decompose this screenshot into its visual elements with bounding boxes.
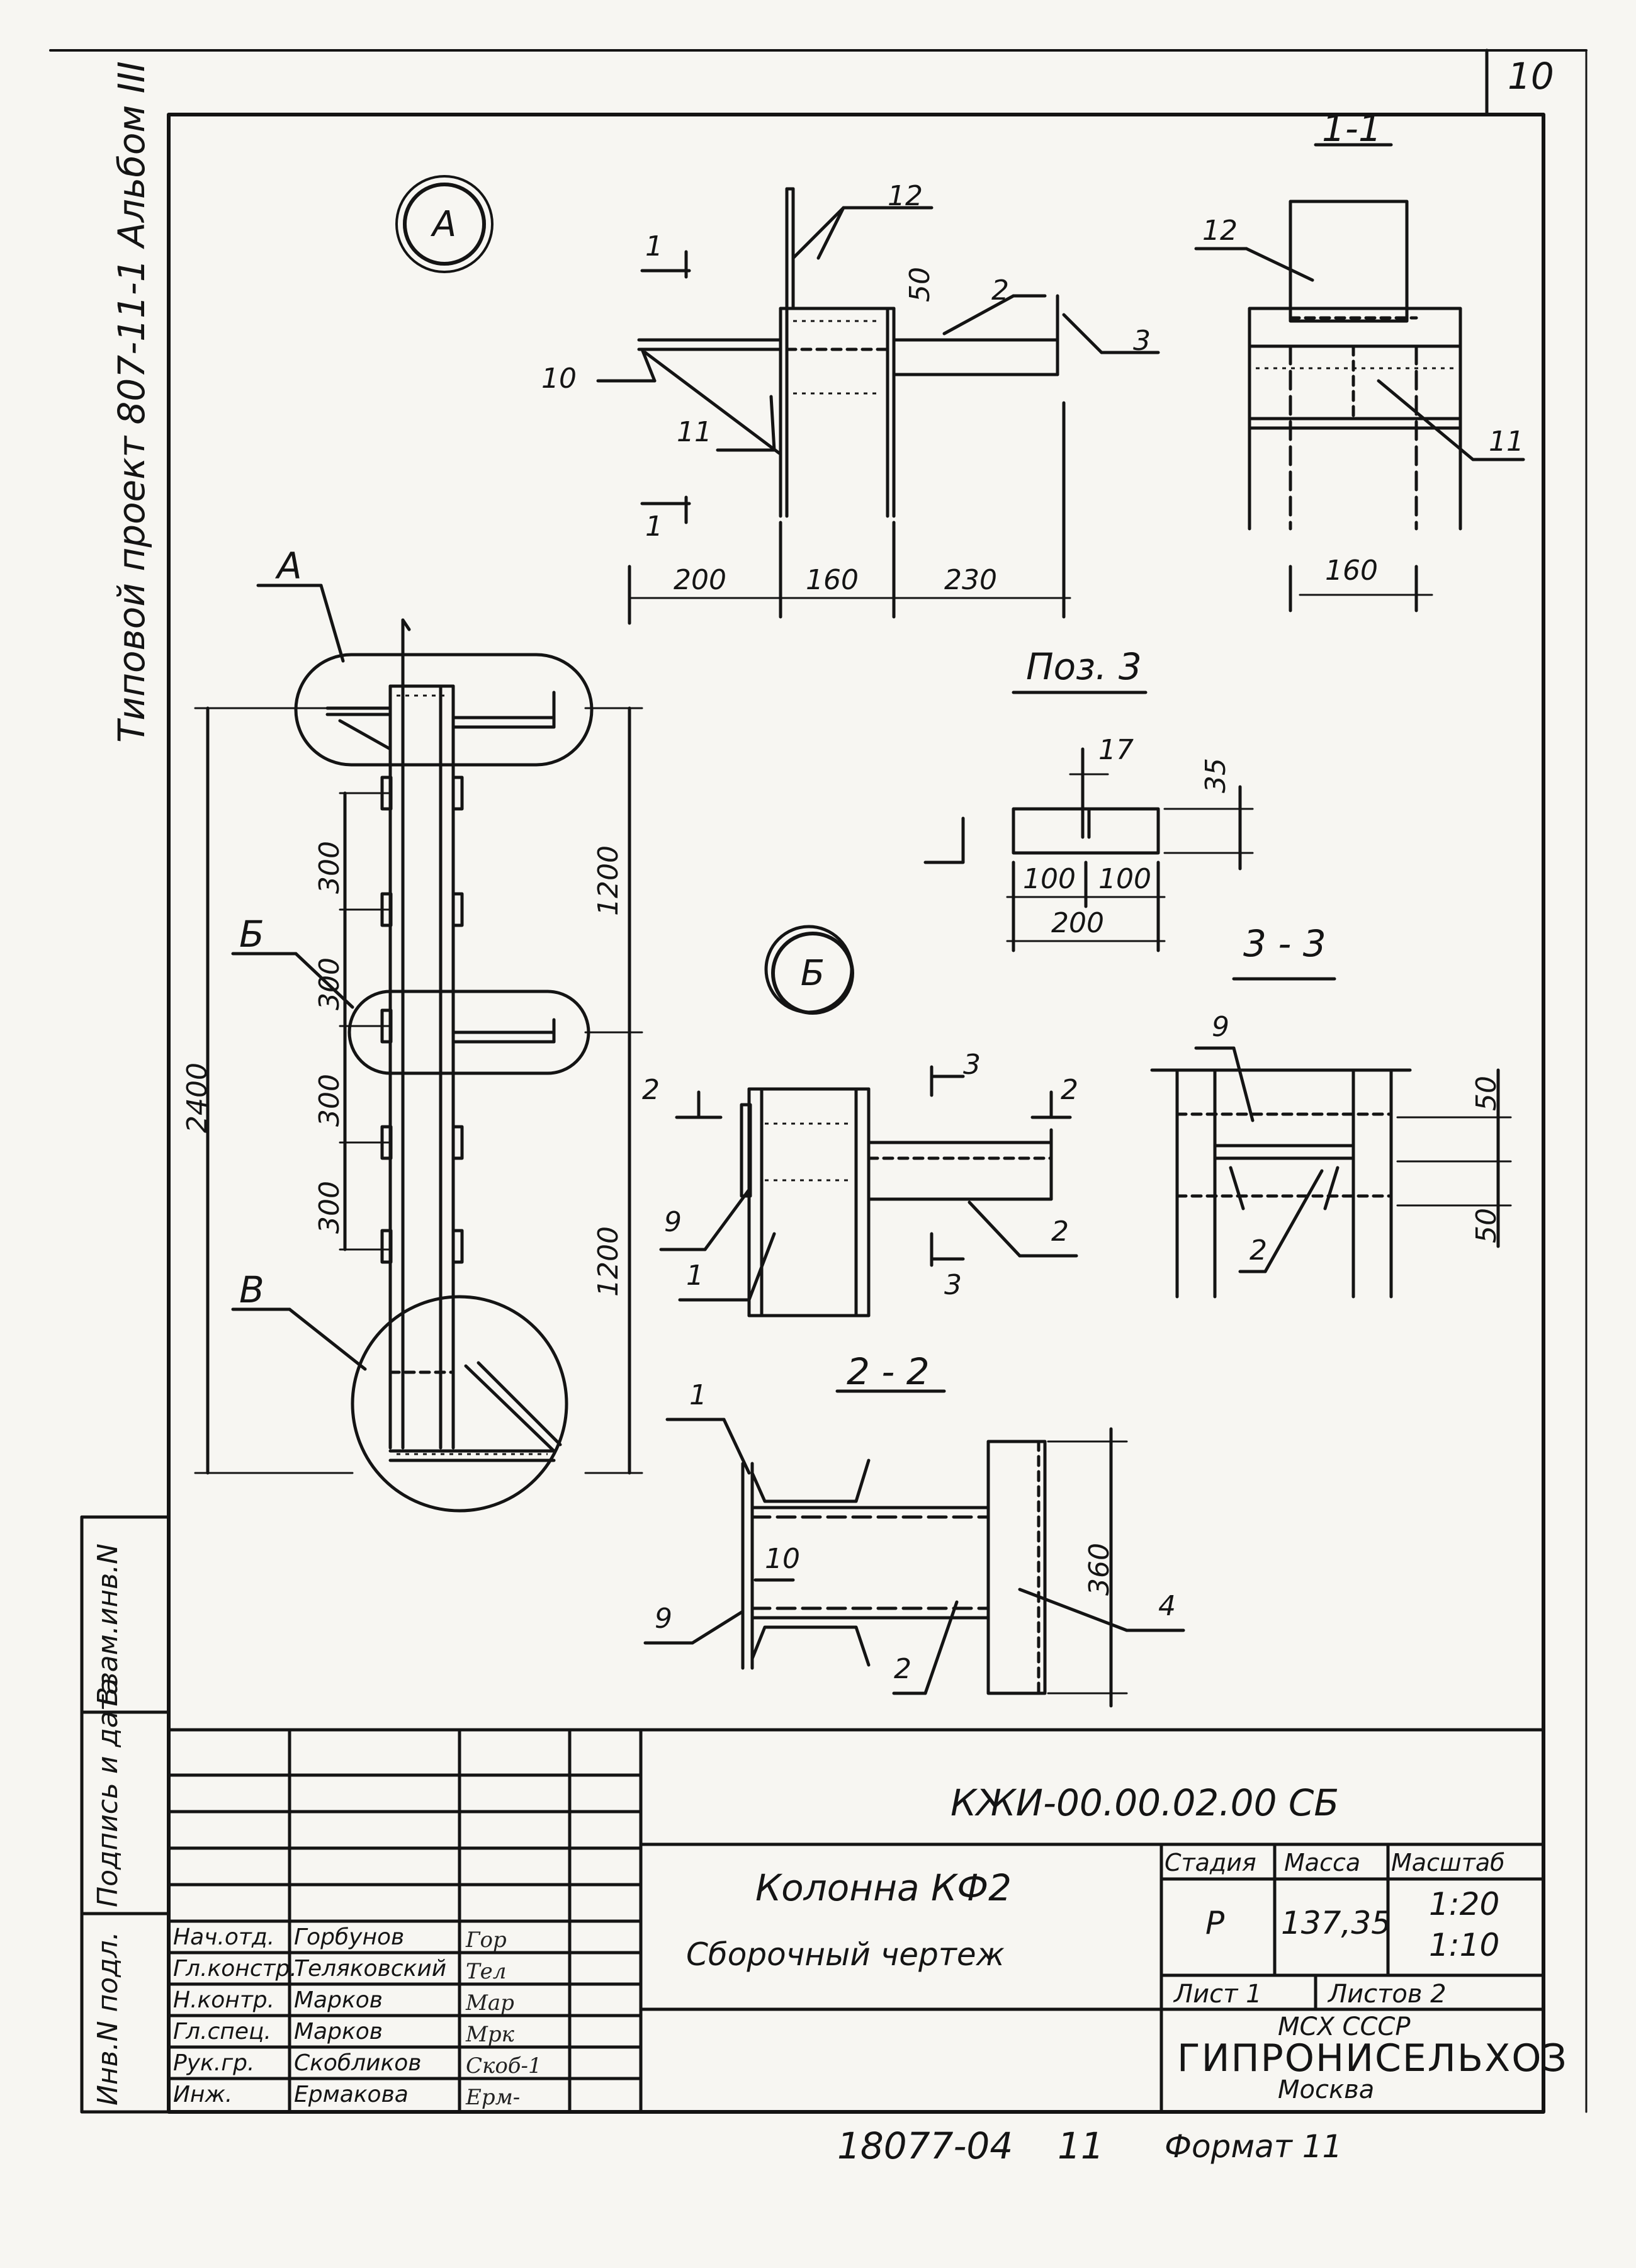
title-line2: Сборочный чертеж (686, 1936, 1005, 1973)
dim-300-2: 300 (313, 957, 346, 1010)
footer-inventory: 18077-04 (837, 2124, 1013, 2167)
staff-name: Марков (294, 2019, 383, 2045)
leader-c-label: В (239, 1268, 264, 1311)
staff-name: Ермакова (294, 2082, 409, 2107)
stage-value: Р (1205, 1905, 1225, 1941)
section-2-left: 2 (642, 1074, 660, 1106)
stamp-inv-podl: Инв.N подл. (92, 1931, 124, 2106)
staff-signature: Ерм- (466, 2085, 521, 2110)
section-3-top: 3 (963, 1049, 981, 1081)
view-marker-b: Б (771, 932, 854, 1015)
pos-10-label-a: 10 (541, 363, 577, 395)
staff-role: Гл.констр. (173, 1956, 297, 1982)
org-line2: ГИПРОНИСЕЛЬХОЗ (1177, 2036, 1568, 2080)
dim-230: 230 (944, 564, 997, 596)
dim-160-s11: 160 (1325, 555, 1378, 587)
dim-300-1: 300 (313, 841, 346, 894)
dim-1200-bottom: 1200 (592, 1226, 624, 1297)
sheets-label: Листов 2 (1328, 1980, 1447, 2009)
stamp-vzam-inv: Взам.инв.N (92, 1543, 124, 1706)
staff-name: Марков (294, 1987, 383, 2013)
pos-1-label-b: 1 (686, 1260, 704, 1292)
dim-1200-top: 1200 (592, 845, 624, 916)
dim-35: 35 (1200, 758, 1232, 793)
sheet-label: Лист 1 (1174, 1980, 1262, 2009)
dim-360: 360 (1083, 1543, 1115, 1596)
scale-value-1: 1:20 (1429, 1886, 1500, 1922)
title-line1: Колонна КФ2 (755, 1866, 1012, 1909)
staff-role: Н.контр. (173, 1987, 275, 2013)
stage-header: Стадия (1165, 1849, 1256, 1876)
leader-b-label: Б (239, 913, 264, 956)
pos-4-label-s22: 4 (1158, 1590, 1176, 1622)
mass-header: Масса (1284, 1849, 1361, 1876)
section-1-top: 1 (645, 230, 663, 262)
pos-11-label-a: 11 (677, 416, 712, 448)
org-line3: Москва (1278, 2075, 1375, 2104)
scale-header: Масштаб (1391, 1849, 1505, 1876)
staff-signature: Мар (466, 1990, 514, 2016)
staff-name: Горбунов (294, 1924, 405, 1950)
mass-value: 137,35 (1281, 1905, 1391, 1941)
pos-3-label: 3 (1133, 325, 1151, 357)
dim-200-pos3: 200 (1051, 907, 1104, 939)
staff-name: Скобликов (294, 2050, 422, 2076)
pos-12-label-s11: 12 (1202, 215, 1238, 247)
footer-format: Формат 11 (1165, 2128, 1343, 2165)
staff-role: Нач.отд. (173, 1924, 275, 1950)
pos-1-label-s22: 1 (689, 1379, 707, 1411)
dim-100-1: 100 (1023, 863, 1076, 895)
pos-9-label-s33: 9 (1212, 1011, 1229, 1043)
pos-2-label-a: 2 (991, 274, 1009, 307)
staff-role: Инж. (173, 2082, 233, 2107)
section-3-3-title: 3 - 3 (1243, 922, 1326, 965)
project-label: Типовой проект 807-11-1 Альбом III (110, 61, 153, 743)
dim-100-2: 100 (1098, 863, 1151, 895)
org-line1: МСХ СССР (1278, 2012, 1411, 2041)
dim-300-4: 300 (313, 1181, 346, 1234)
dim-50-s33-bottom: 50 (1470, 1208, 1503, 1243)
scale-value-2: 1:10 (1429, 1927, 1500, 1963)
dim-160-a: 160 (806, 564, 859, 596)
sheet-number: 10 (1508, 55, 1554, 98)
pos-2-label-s22: 2 (894, 1653, 911, 1685)
staff-signature: Тел (466, 1959, 507, 1984)
staff-signature: Гор (466, 1927, 507, 1953)
section-2-right: 2 (1061, 1074, 1078, 1106)
staff-name: Теляковский (294, 1956, 447, 1982)
staff-role: Гл.спец. (173, 2019, 271, 2045)
dim-17: 17 (1098, 734, 1134, 766)
section-2-2-title: 2 - 2 (847, 1350, 930, 1393)
footer-number: 11 (1058, 2124, 1104, 2167)
pos-12-label: 12 (888, 180, 923, 212)
pos-2-label-b: 2 (1051, 1216, 1069, 1248)
view-marker-a-text: А (432, 203, 457, 245)
pos-2-label-s33: 2 (1250, 1234, 1267, 1267)
section-1-1-title: 1-1 (1322, 107, 1382, 150)
pos-9-label-s22: 9 (655, 1603, 672, 1635)
pos-11-label-s11: 11 (1489, 426, 1524, 458)
dim-200: 200 (674, 564, 726, 596)
stamp-podpis-data: Подпись и дата (92, 1678, 124, 1907)
leader-a-label: А (277, 544, 302, 587)
view-marker-b-text: Б (800, 952, 825, 994)
staff-signature: Скоб-1 (466, 2053, 542, 2079)
section-3-bottom: 3 (944, 1269, 962, 1301)
dim-300-3: 300 (313, 1074, 346, 1127)
section-1-bottom: 1 (645, 511, 663, 543)
pos-3-title: Поз. 3 (1026, 645, 1142, 688)
staff-signature: Мрк (466, 2022, 514, 2047)
dim-50-a: 50 (904, 267, 936, 302)
dim-2400: 2400 (181, 1063, 213, 1133)
view-marker-a: А (403, 183, 486, 266)
dim-50-s33-top: 50 (1470, 1076, 1503, 1111)
staff-role: Рук.гр. (173, 2050, 255, 2076)
pos-10-label-s22: 10 (765, 1543, 800, 1575)
document-code: КЖИ-00.00.02.00 СБ (951, 1781, 1340, 1824)
pos-9-label-b: 9 (664, 1206, 682, 1238)
